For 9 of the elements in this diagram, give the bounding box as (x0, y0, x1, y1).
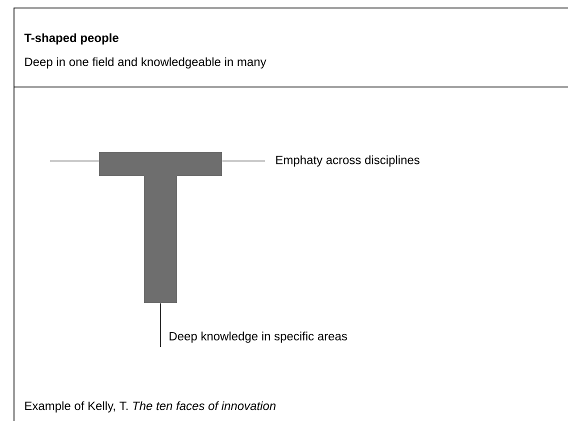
t-bar (99, 152, 222, 176)
callout-text: Emphaty across disciplines (276, 155, 420, 167)
leader-line (160, 302, 161, 348)
title: T-shaped people (24, 33, 118, 44)
callout-text: Deep knowledge in specific areas (170, 332, 347, 343)
subtitle: Deep in one field and knowledgeable in many (25, 57, 266, 68)
caption: Example of Kelly, T. The ten faces of innovation (25, 401, 276, 412)
leader-line (222, 160, 266, 162)
t-bar (144, 176, 177, 303)
